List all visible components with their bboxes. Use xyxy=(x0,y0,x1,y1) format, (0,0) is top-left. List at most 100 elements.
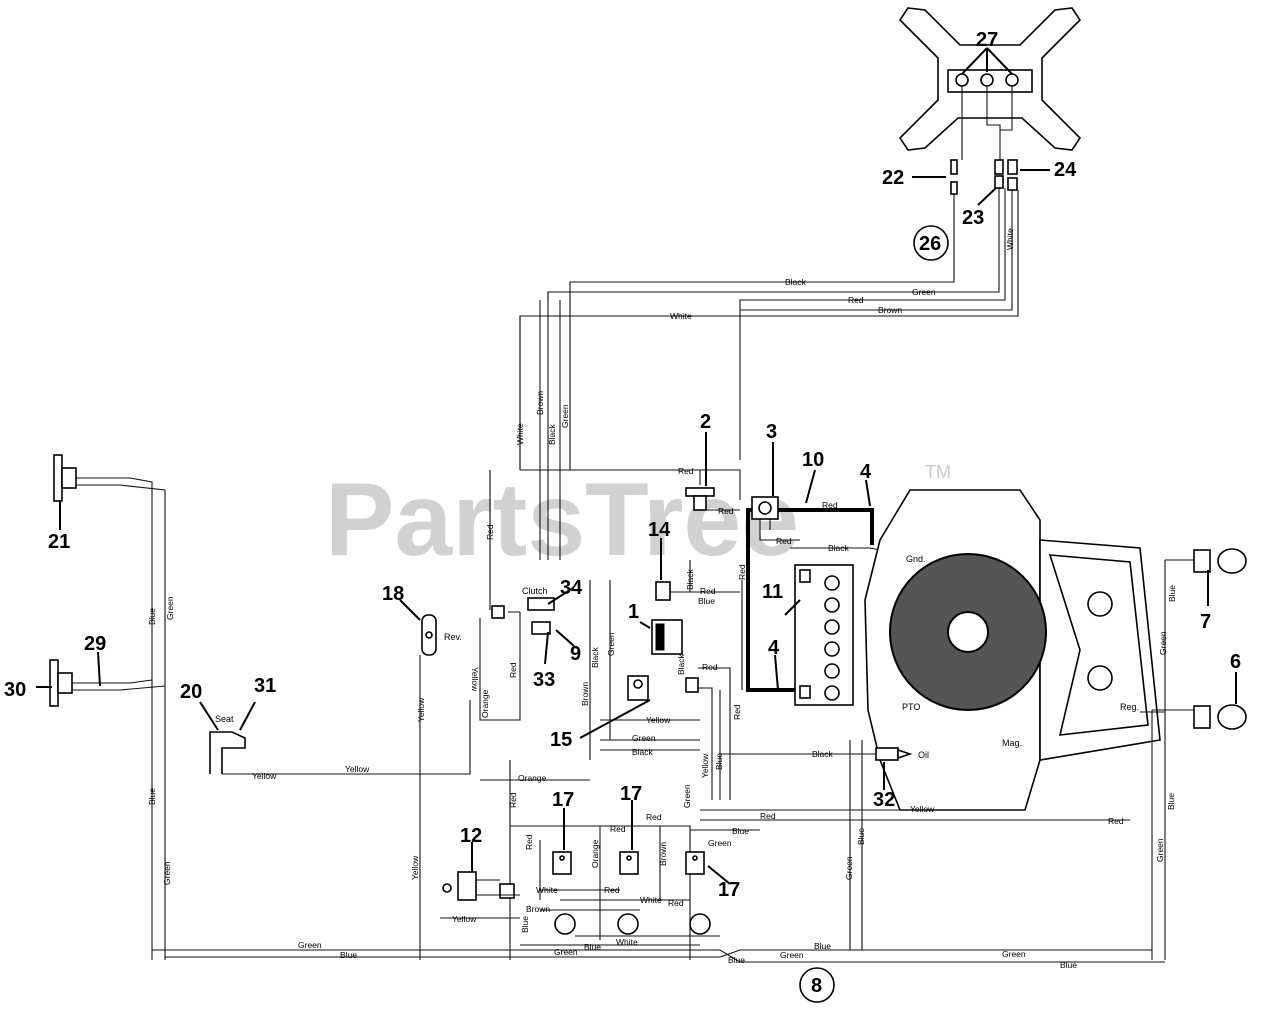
wire-label-red: Red xyxy=(508,662,518,678)
fuse-holder xyxy=(685,487,715,511)
callout-1: 1 xyxy=(628,601,639,623)
wire-label-white: White xyxy=(536,885,558,895)
wire-label-red: Red xyxy=(732,704,742,720)
wire-label-green: Green xyxy=(165,596,175,620)
wire-label-red: Red xyxy=(1108,816,1124,826)
wire-label-green: Green xyxy=(1002,949,1026,959)
callout-10: 10 xyxy=(802,449,824,471)
wire-label-black: Black xyxy=(828,543,850,553)
wire-label-black: Black xyxy=(685,568,695,590)
callout-8: 8 xyxy=(811,975,822,997)
wire-label-blue: Blue xyxy=(1060,960,1077,970)
callout-2: 2 xyxy=(700,411,711,433)
wire-label-red: Red xyxy=(702,662,718,672)
wire-label-blue: Blue xyxy=(728,955,745,965)
ignition-switch xyxy=(651,619,683,655)
callout-17a: 17 xyxy=(552,789,574,811)
label-reg: Reg. xyxy=(1120,702,1139,712)
wire-label-yellow: Yellow xyxy=(410,855,420,880)
lower-switch-b xyxy=(617,913,639,935)
wire-label-green: Green xyxy=(554,947,578,957)
reverse-switch xyxy=(421,614,437,656)
callout-32: 32 xyxy=(873,789,895,811)
connector-24 xyxy=(1007,159,1018,191)
wire-label-yellow: Yellow xyxy=(700,753,710,778)
wire-label-blue: Blue xyxy=(856,828,866,845)
wire-label-red: Red xyxy=(776,536,792,546)
key-switch xyxy=(442,871,515,901)
wire-label-white: White xyxy=(515,423,525,445)
callout-22: 22 xyxy=(882,167,904,189)
callout-21: 21 xyxy=(48,531,70,553)
callout-8-circle xyxy=(799,967,835,1003)
lower-switch-c xyxy=(689,913,711,935)
wire-label-red: Red xyxy=(760,811,776,821)
callout-29: 29 xyxy=(84,633,106,655)
watermark: PartsTree xyxy=(325,462,799,578)
callout-26-circle xyxy=(913,225,949,261)
wire-label-yellow: Yellow xyxy=(345,764,370,774)
label-pto: PTO xyxy=(902,702,920,712)
callout-17b: 17 xyxy=(620,783,642,805)
wire-label-blue: Blue xyxy=(340,950,357,960)
callout-7: 7 xyxy=(1200,611,1211,633)
callout-3: 3 xyxy=(766,421,777,443)
wire-label-green: Green xyxy=(708,838,732,848)
label-seat: Seat xyxy=(215,714,234,724)
wire-label-green: Green xyxy=(1155,838,1165,862)
callout-33: 33 xyxy=(533,669,555,691)
wire-label-red: Red xyxy=(508,792,518,808)
wire-label-brown: Brown xyxy=(658,842,668,866)
wire-label-blue: Blue xyxy=(714,753,724,770)
callout-9: 9 xyxy=(570,643,581,665)
wire-label-blue: Blue xyxy=(814,941,831,951)
wire-label-red: Red xyxy=(718,506,734,516)
wire-label-white: White xyxy=(1005,228,1015,250)
callouts: 27 22 24 23 26 2 3 10 4 11 4 14 1 15 17 … xyxy=(4,29,1241,1003)
rear-light-upper xyxy=(53,454,77,502)
lower-switch-a xyxy=(554,913,576,935)
wire-label-black: Black xyxy=(676,653,686,675)
seat-switch xyxy=(209,731,246,774)
callout-17c: 17 xyxy=(718,879,740,901)
headlight-lower xyxy=(1193,704,1247,730)
headlight-upper xyxy=(1193,548,1247,574)
wire-label-orange: Orange xyxy=(590,839,600,868)
wire-label-green: Green xyxy=(606,632,616,656)
wire-label-black: Black xyxy=(547,423,557,445)
callout-20: 20 xyxy=(180,681,202,703)
wire-label-brown: Brown xyxy=(526,904,550,914)
wire-label-red: Red xyxy=(604,885,620,895)
relay-17-c xyxy=(685,851,705,875)
wire-label-green: Green xyxy=(632,733,656,743)
wire-label-blue: Blue xyxy=(698,596,715,606)
wire-label-red: Red xyxy=(485,524,495,540)
wire-label-red: Red xyxy=(737,564,747,580)
wire-label-green: Green xyxy=(780,950,804,960)
wire-label-black: Black xyxy=(812,749,834,759)
relay-17-b xyxy=(619,851,639,875)
wire-label-green: Green xyxy=(1158,631,1168,655)
wire-label-black: Black xyxy=(632,747,654,757)
label-mag: Mag. xyxy=(1002,738,1022,748)
callout-4b: 4 xyxy=(768,637,780,659)
wire-label-green: Green xyxy=(682,784,692,808)
wire-label-white: White xyxy=(670,311,692,321)
callout-30: 30 xyxy=(4,679,26,701)
clutch-switch xyxy=(491,597,555,635)
label-gnd: Gnd. xyxy=(906,554,926,564)
light-switch xyxy=(627,675,649,701)
flywheel-screen xyxy=(889,553,1047,711)
callout-24: 24 xyxy=(1054,159,1077,181)
callout-14: 14 xyxy=(648,519,671,541)
wire-label-green: Green xyxy=(844,856,854,880)
wire-label-black: Black xyxy=(590,646,600,668)
wire-label-red: Red xyxy=(668,898,684,908)
callout-26: 26 xyxy=(919,233,941,255)
wire-label-blue: Blue xyxy=(147,608,157,625)
rear-light-lower xyxy=(49,659,73,707)
wire-label-red: Red xyxy=(848,295,864,305)
dash-lamp-sockets xyxy=(955,73,1019,87)
wire-label-blue: Blue xyxy=(520,916,530,933)
